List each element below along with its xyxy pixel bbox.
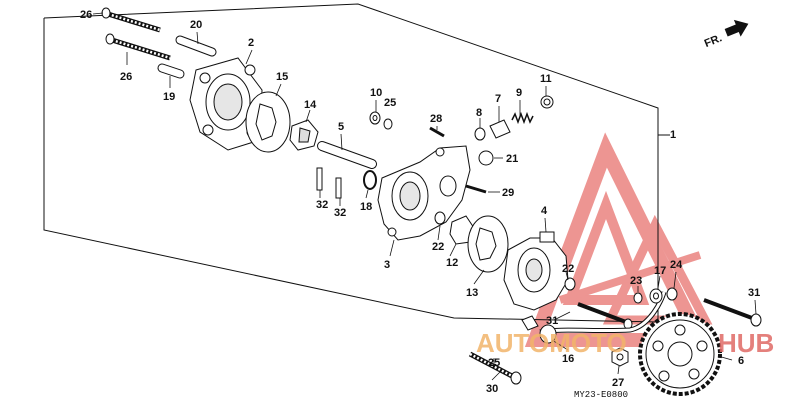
part-outer-rotor-13 xyxy=(467,215,509,273)
part-collar-21 xyxy=(478,150,494,166)
part-bolt-26-upper xyxy=(101,7,161,33)
part-pin-28 xyxy=(429,126,445,138)
part-pin-32-a xyxy=(316,167,323,191)
front-direction-indicator: FR. xyxy=(703,19,749,50)
watermark-text-left: AUTOMOTO xyxy=(476,328,627,358)
callout-c25a: 25 xyxy=(384,97,396,109)
part-o-ring-18 xyxy=(363,170,377,190)
callout-c7: 7 xyxy=(495,93,501,105)
drawing-code: MY23-E0800 xyxy=(574,390,628,400)
part-oil-pipe xyxy=(539,291,667,335)
callout-c29: 29 xyxy=(502,187,514,199)
callout-c12: 12 xyxy=(446,257,458,269)
part-washer-22-right xyxy=(564,277,576,291)
callout-c13: 13 xyxy=(466,287,478,299)
part-washer-24 xyxy=(666,287,678,301)
callout-c18: 18 xyxy=(360,201,372,213)
callout-c27: 27 xyxy=(612,377,624,389)
part-washer-25-upper xyxy=(383,118,393,130)
callout-c20: 20 xyxy=(190,19,202,31)
callout-c30: 30 xyxy=(486,383,498,395)
callout-c3: 3 xyxy=(384,259,390,271)
part-bolt-17 xyxy=(649,288,663,304)
part-nut-27 xyxy=(611,347,629,367)
callout-c19: 19 xyxy=(163,91,175,103)
callout-c24: 24 xyxy=(670,259,683,271)
callout-c28: 28 xyxy=(430,113,442,125)
front-label: FR. xyxy=(703,32,724,50)
callout-c21: 21 xyxy=(506,153,518,165)
callout-c10: 10 xyxy=(370,87,382,99)
part-washer-22-left xyxy=(434,211,446,225)
part-shaft-5 xyxy=(317,141,377,169)
part-bolt-31-right xyxy=(703,298,762,327)
part-spring-9 xyxy=(511,111,534,125)
part-pump-body-3 xyxy=(377,145,471,241)
watermark-slash xyxy=(558,251,702,304)
part-dowel-pin-20 xyxy=(175,35,217,57)
callout-c26b: 26 xyxy=(120,71,132,83)
watermark-text-right: HUB xyxy=(718,328,774,358)
callout-c23: 23 xyxy=(630,275,642,287)
callout-c22b: 22 xyxy=(562,263,574,275)
callout-c8: 8 xyxy=(476,107,482,119)
watermark-inner-triangle xyxy=(562,190,650,305)
callout-c26a: 26 xyxy=(80,9,92,21)
part-relief-valve-piston-7 xyxy=(489,119,511,139)
callout-c31b: 31 xyxy=(546,315,558,327)
callout-c5: 5 xyxy=(338,121,344,133)
callout-c25b: 25 xyxy=(488,357,500,369)
part-dowel-pin-19 xyxy=(157,63,185,79)
part-bolt-31-left xyxy=(577,302,633,330)
part-pump-cover-2 xyxy=(189,57,263,151)
callout-c11: 11 xyxy=(540,73,552,85)
part-washer-23 xyxy=(633,292,643,304)
callout-c16: 16 xyxy=(562,353,574,365)
callout-c4: 4 xyxy=(541,205,548,217)
arrow-icon xyxy=(724,19,749,37)
watermark-logo xyxy=(524,132,713,347)
part-relief-valve-8 xyxy=(474,127,486,141)
callout-c15: 15 xyxy=(276,71,288,83)
callout-c2: 2 xyxy=(248,37,254,49)
part-outer-rotor-15 xyxy=(245,91,291,153)
part-plug-11 xyxy=(540,95,554,109)
part-bolt-30 xyxy=(468,351,522,385)
part-pump-body-4 xyxy=(503,231,569,311)
callout-c9: 9 xyxy=(516,87,522,99)
leader-lines xyxy=(92,12,757,381)
callout-c22a: 22 xyxy=(432,241,444,253)
part-pin-29 xyxy=(465,184,487,194)
callout-c32b: 32 xyxy=(334,207,346,219)
watermark-text: AUTOMOTO HUB xyxy=(476,328,774,358)
part-inner-rotor-14 xyxy=(289,119,319,151)
callout-c6: 6 xyxy=(738,355,744,367)
part-washer-10 xyxy=(369,111,381,125)
watermark-triangle xyxy=(524,132,712,347)
callout-c32a: 32 xyxy=(316,199,328,211)
part-bolt-26-lower xyxy=(105,33,171,61)
part-banjo-16 xyxy=(521,315,557,344)
callout-c14: 14 xyxy=(304,99,317,111)
part-pin-32-b xyxy=(335,177,342,199)
callout-c1: 1 xyxy=(670,129,676,141)
callout-c17: 17 xyxy=(654,265,666,277)
part-sprocket-6 xyxy=(638,312,722,396)
callout-c31a: 31 xyxy=(748,287,760,299)
